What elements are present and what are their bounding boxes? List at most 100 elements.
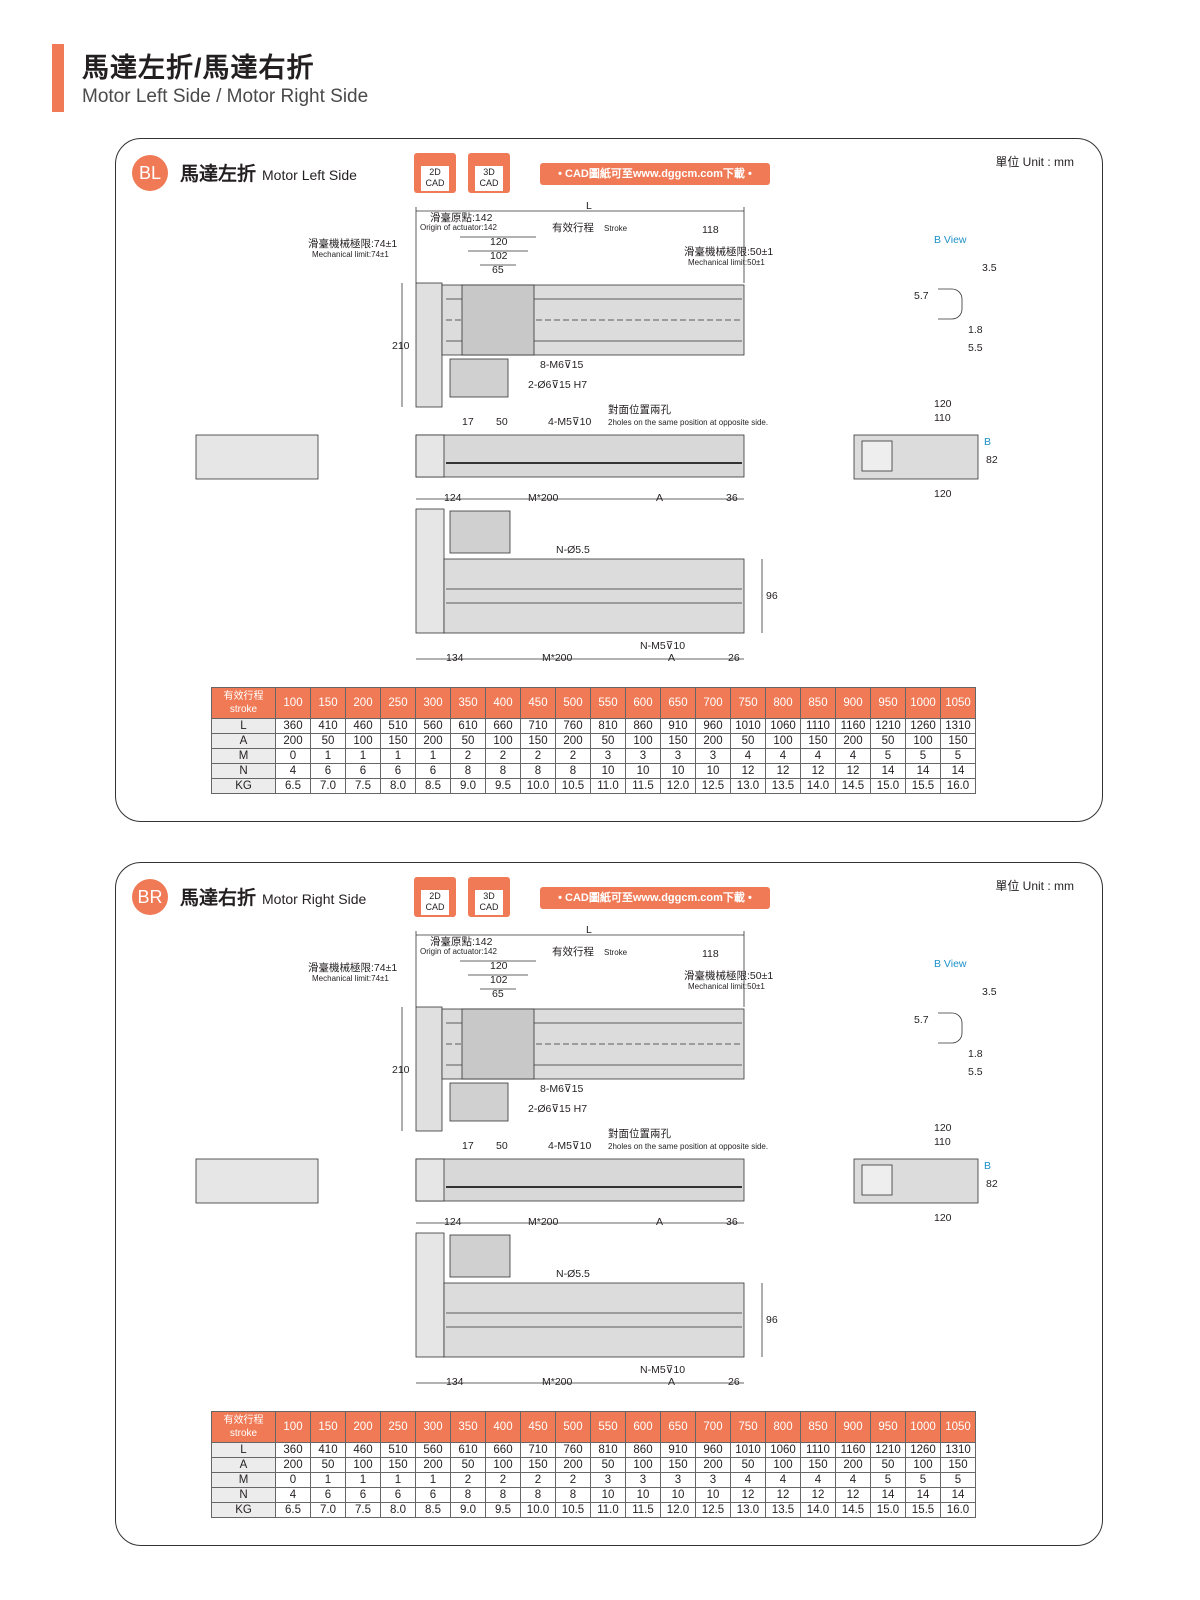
table-cell: 150 (940, 1457, 976, 1473)
table-cell: 1210 (870, 1442, 906, 1458)
motor-block (415, 1006, 443, 1132)
dim-3.5: 3.5 (982, 986, 997, 998)
table-cell: 2 (485, 748, 521, 764)
table-cell: 8 (520, 763, 556, 779)
stroke-header: 900 (835, 1411, 871, 1443)
dim-120-end-bottom: 120 (934, 488, 952, 500)
dim-120: 120 (490, 960, 508, 972)
dim-m200-top: M*200 (528, 1216, 559, 1228)
m6-label: 8-M6⊽15 (540, 1083, 583, 1095)
dim-82: 82 (986, 1178, 998, 1190)
table-cell: 1 (345, 748, 381, 764)
table-cell: 100 (765, 733, 801, 749)
b-view-label: B View (934, 958, 967, 970)
dim-102: 102 (490, 974, 508, 986)
stroke-header: 200 (345, 687, 381, 719)
dim-134: 134 (446, 652, 464, 664)
stroke-header: 550 (590, 1411, 626, 1443)
carriage (461, 284, 535, 356)
table-cell: 3 (590, 1472, 626, 1488)
technical-drawing: L 滑臺原點:142 Origin of actuator:142 有效行程 S… (195, 200, 998, 664)
table-cell: 2 (520, 1472, 556, 1488)
actuator-bottom (415, 1232, 445, 1358)
table-cell: 3 (695, 748, 731, 764)
n55-label: N-Ø5.5 (556, 1268, 590, 1280)
panel-title-zh: 馬達右折 (180, 888, 257, 909)
table-cell: 1 (415, 1472, 451, 1488)
stroke-header: 350 (450, 687, 486, 719)
table-cell: 200 (415, 1457, 451, 1473)
dim-118: 118 (702, 224, 719, 236)
table-cell: 100 (905, 733, 941, 749)
stroke-header: 100 (275, 687, 311, 719)
row-label: A (211, 1457, 276, 1473)
row-label: M (211, 1472, 276, 1488)
table-cell: 7.0 (310, 1502, 346, 1518)
table-cell: 8 (555, 1487, 591, 1503)
table-cell: 3 (625, 748, 661, 764)
table-cell: 50 (590, 733, 626, 749)
m5-label: 4-M5⊽10 (548, 1140, 591, 1152)
table-cell: 13.0 (730, 778, 766, 794)
dim-17: 17 (462, 416, 474, 428)
origin-en: Origin of actuator:142 (420, 947, 497, 956)
cad-2d-icon[interactable]: 2D CAD (414, 153, 456, 193)
table-cell: 360 (275, 718, 311, 734)
table-cell: 1060 (765, 1442, 801, 1458)
table-cell: 6.5 (275, 1502, 311, 1518)
cad-download-link[interactable]: • CAD圖紙可至www.dggcm.com下載 • (540, 887, 770, 909)
stroke-header: 100 (275, 1411, 311, 1443)
cad-download-link[interactable]: • CAD圖紙可至www.dggcm.com下載 • (540, 163, 770, 185)
table-cell: 6 (345, 1487, 381, 1503)
dim-3.5: 3.5 (982, 262, 997, 274)
cad-2d-icon[interactable]: 2D CAD (414, 877, 456, 917)
table-cell: 4 (765, 748, 801, 764)
dim-5.7: 5.7 (914, 290, 929, 302)
stroke-header: 550 (590, 687, 626, 719)
table-cell: 10 (625, 763, 661, 779)
table-cell: 11.0 (590, 1502, 626, 1518)
table-cell: 1210 (870, 718, 906, 734)
dim-102: 102 (490, 250, 508, 262)
table-cell: 14 (905, 1487, 941, 1503)
table-cell: 12.0 (660, 1502, 696, 1518)
dim-124: 124 (444, 1216, 462, 1228)
table-cell: 0 (275, 1472, 311, 1488)
table-cell: 8 (450, 1487, 486, 1503)
table-cell: 12 (730, 763, 766, 779)
table-cell: 13.5 (765, 778, 801, 794)
origin-zh: 滑臺原點:142 (430, 211, 493, 224)
table-cell: 10 (660, 763, 696, 779)
table-cell: 7.5 (345, 778, 381, 794)
table-cell: 12 (765, 1487, 801, 1503)
stroke-header: 650 (660, 687, 696, 719)
table-cell: 960 (695, 718, 731, 734)
motor-gearbox (449, 358, 509, 398)
table-cell: 12.0 (660, 778, 696, 794)
table-cell: 13.0 (730, 1502, 766, 1518)
cad-3d-icon[interactable]: 3D CAD (468, 877, 510, 917)
table-cell: 7.0 (310, 778, 346, 794)
dim-120-end: 120 (934, 1122, 952, 1134)
table-cell: 460 (345, 1442, 381, 1458)
table-cell: 960 (695, 1442, 731, 1458)
nm5-label: N-M5⊽10 (640, 1364, 685, 1376)
page-title: 馬達左折/馬達右折 (82, 53, 315, 83)
stroke-header: 1000 (905, 687, 941, 719)
stroke-header: 1050 (940, 1411, 976, 1443)
table-cell: 14 (940, 763, 976, 779)
table-cell: 410 (310, 718, 346, 734)
stroke-header: 600 (625, 1411, 661, 1443)
stroke-header: 650 (660, 1411, 696, 1443)
table-cell: 9.5 (485, 1502, 521, 1518)
cad-3d-icon[interactable]: 3D CAD (468, 153, 510, 193)
dim-82: 82 (986, 454, 998, 466)
table-cell: 14 (905, 763, 941, 779)
table-cell: 6 (415, 763, 451, 779)
